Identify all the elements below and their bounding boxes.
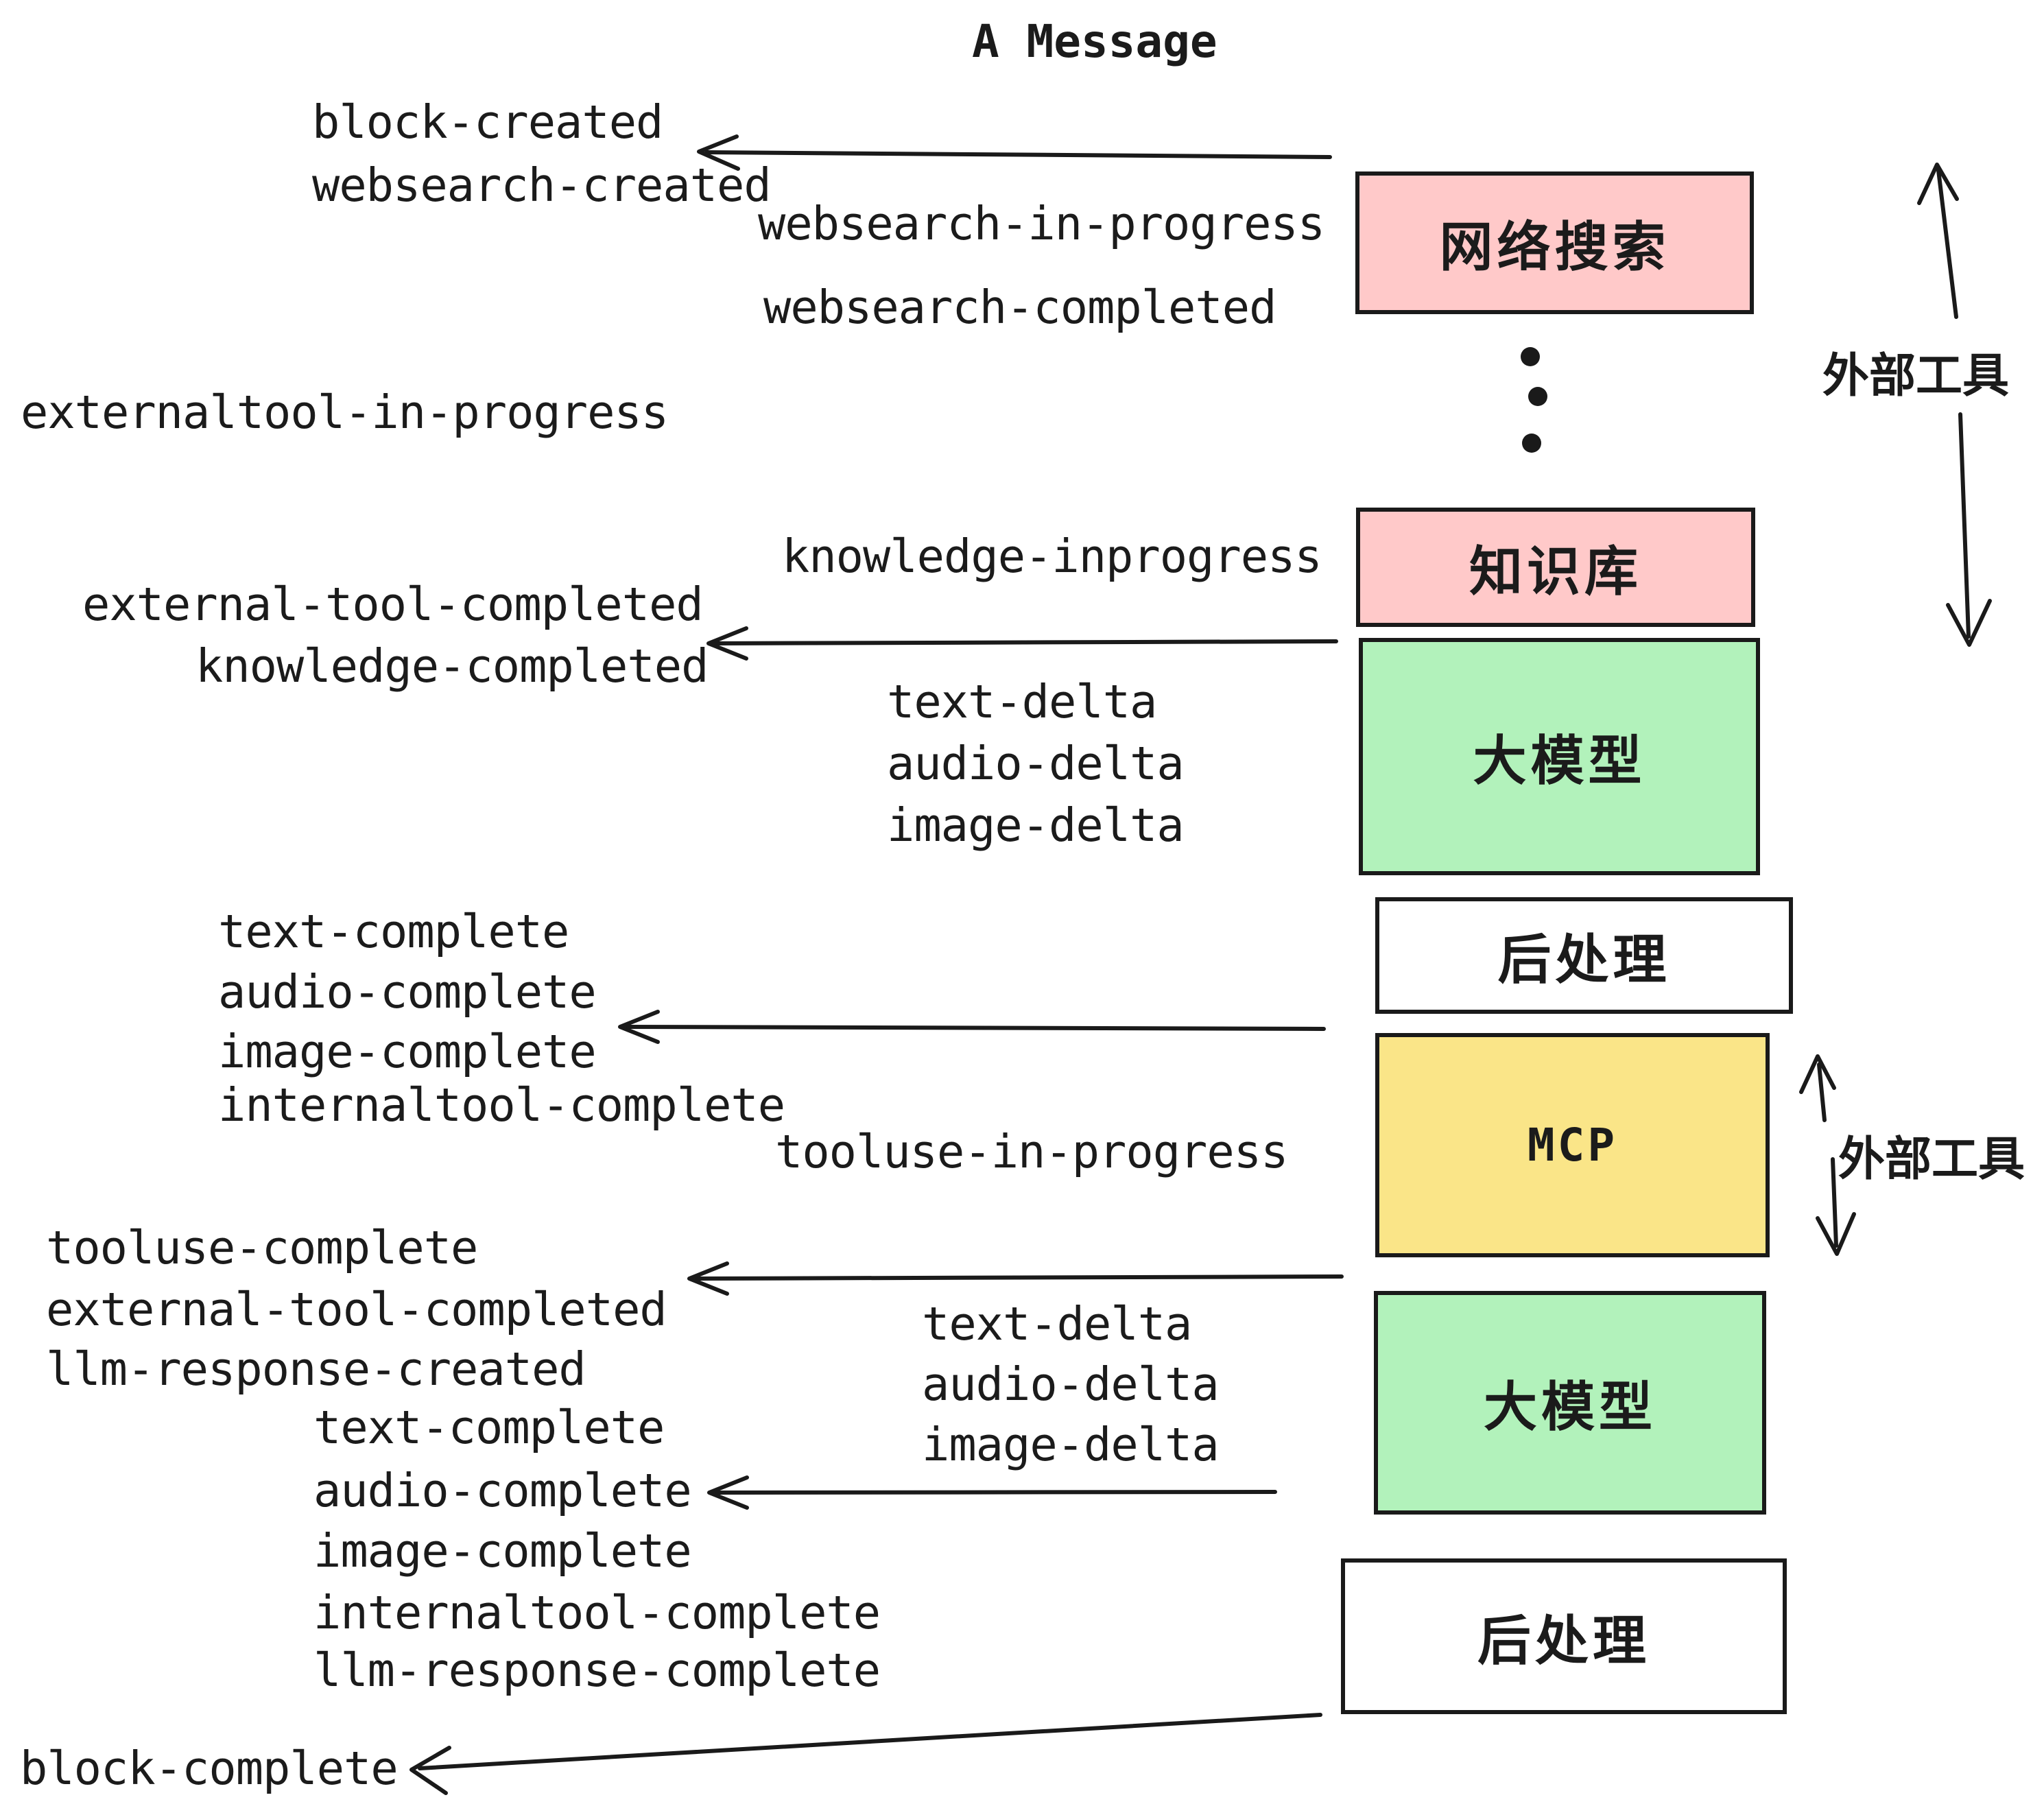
arrow-post2-to-block-complete [409,1713,1322,1795]
event-image-complete-2: image-complete [313,1524,692,1578]
event-websearch-completed: websearch-completed [763,281,1276,334]
event-external-tool-completed-1: external-tool-completed [82,578,704,631]
arrow-mcp-to-tooluse-complete [687,1261,1344,1296]
box-knowledge: 知识库 [1356,508,1755,627]
box-llm-top-label: 大模型 [1473,731,1646,792]
box-mcp: MCP [1375,1033,1770,1257]
event-text-complete-2: text-complete [313,1401,665,1454]
event-llm-response-complete: llm-response-complete [313,1643,881,1697]
arrow-llm2-to-complete [707,1475,1277,1510]
ellipsis-dots [1521,347,1547,453]
event-internaltool-complete-2: internaltool-complete [313,1586,881,1639]
event-llm-response-created: llm-response-created [46,1342,586,1396]
event-external-tool-completed-2: external-tool-completed [46,1283,667,1336]
event-tooluse-in-progress: tooluse-in-progress [775,1125,1288,1178]
arrow-external-tools-up [1917,163,1959,319]
box-llm-bottom: 大模型 [1374,1291,1766,1515]
event-audio-complete-2: audio-complete [313,1464,692,1517]
event-image-delta-2: image-delta [922,1418,1220,1471]
event-image-delta-1: image-delta [887,798,1185,852]
event-text-delta-1: text-delta [887,675,1157,728]
event-websearch-created: websearch-created [312,158,772,212]
box-knowledge-label: 知识库 [1469,541,1642,603]
event-knowledge-completed: knowledge-completed [195,639,709,693]
box-llm-bottom-label: 大模型 [1483,1377,1656,1438]
event-internaltool-complete-1: internaltool-complete [218,1078,785,1132]
event-text-complete-1: text-complete [218,905,569,958]
box-post-bottom: 后处理 [1341,1558,1787,1714]
event-audio-complete-1: audio-complete [218,965,597,1019]
event-knowledge-inprogress: knowledge-inprogress [782,530,1322,583]
arrow-knowledge-to-completed [706,626,1338,661]
box-mcp-label: MCP [1527,1119,1618,1172]
event-image-complete-1: image-complete [218,1025,597,1078]
event-audio-delta-2: audio-delta [922,1357,1220,1411]
box-post-top-label: 后处理 [1497,929,1671,991]
arrow-external-tools-down [1946,412,1992,647]
box-llm-top: 大模型 [1359,638,1760,875]
box-websearch: 网络搜索 [1355,171,1754,314]
event-block-complete: block-complete [20,1742,399,1795]
event-audio-delta-1: audio-delta [887,737,1185,790]
event-externaltool-in-progress: externaltool-in-progress [21,385,669,439]
event-websearch-in-progress: websearch-in-progress [758,197,1325,250]
box-websearch-label: 网络搜索 [1439,217,1670,278]
event-block-created: block-created [312,95,663,149]
arrow-post1-to-complete [618,1010,1326,1044]
event-tooluse-complete: tooluse-complete [46,1221,478,1274]
event-text-delta-2: text-delta [922,1297,1192,1351]
box-post-top: 后处理 [1375,897,1793,1014]
arrow-websearch-to-created [697,134,1332,171]
label-external-tools-top: 外部工具 [1822,349,2010,403]
diagram-title: A Message [972,15,1217,68]
arrow-mcp-external-up [1799,1054,1836,1122]
box-post-bottom-label: 后处理 [1477,1610,1650,1672]
label-external-tools-bottom: 外部工具 [1838,1132,2025,1187]
